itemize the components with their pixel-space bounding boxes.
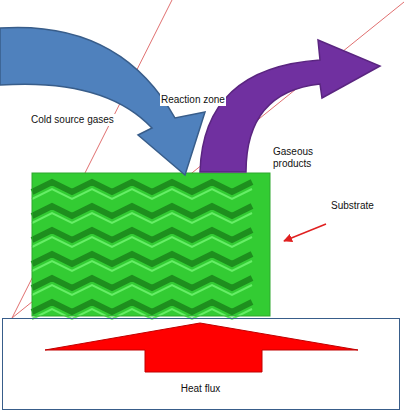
part-label: Substrate [330, 200, 375, 212]
substrate-texture [32, 206, 252, 216]
heat-arrow [45, 323, 358, 372]
part-label: Cold source gases [30, 114, 115, 126]
substrate-texture [32, 261, 252, 271]
substrate-texture [32, 285, 252, 295]
substrate-texture [32, 182, 252, 192]
substrate-block [32, 173, 270, 319]
leader-arrow [284, 224, 326, 241]
substrate-texture [32, 213, 252, 223]
part-label: Gaseous products [272, 146, 326, 170]
substrate-texture [32, 254, 252, 264]
node-text: Heat flux [181, 383, 220, 395]
heater-box: Heat flux [2, 318, 400, 410]
substrate-texture [32, 302, 252, 312]
substrate-ground [32, 173, 270, 316]
substrate-texture [32, 230, 252, 240]
substrate-outline [32, 173, 270, 316]
substrate-texture [32, 237, 252, 247]
part-label: Reaction zone [160, 94, 226, 106]
outflow-arrow [200, 40, 380, 172]
substrate-texture [32, 278, 252, 288]
substrate-texture [32, 189, 252, 199]
